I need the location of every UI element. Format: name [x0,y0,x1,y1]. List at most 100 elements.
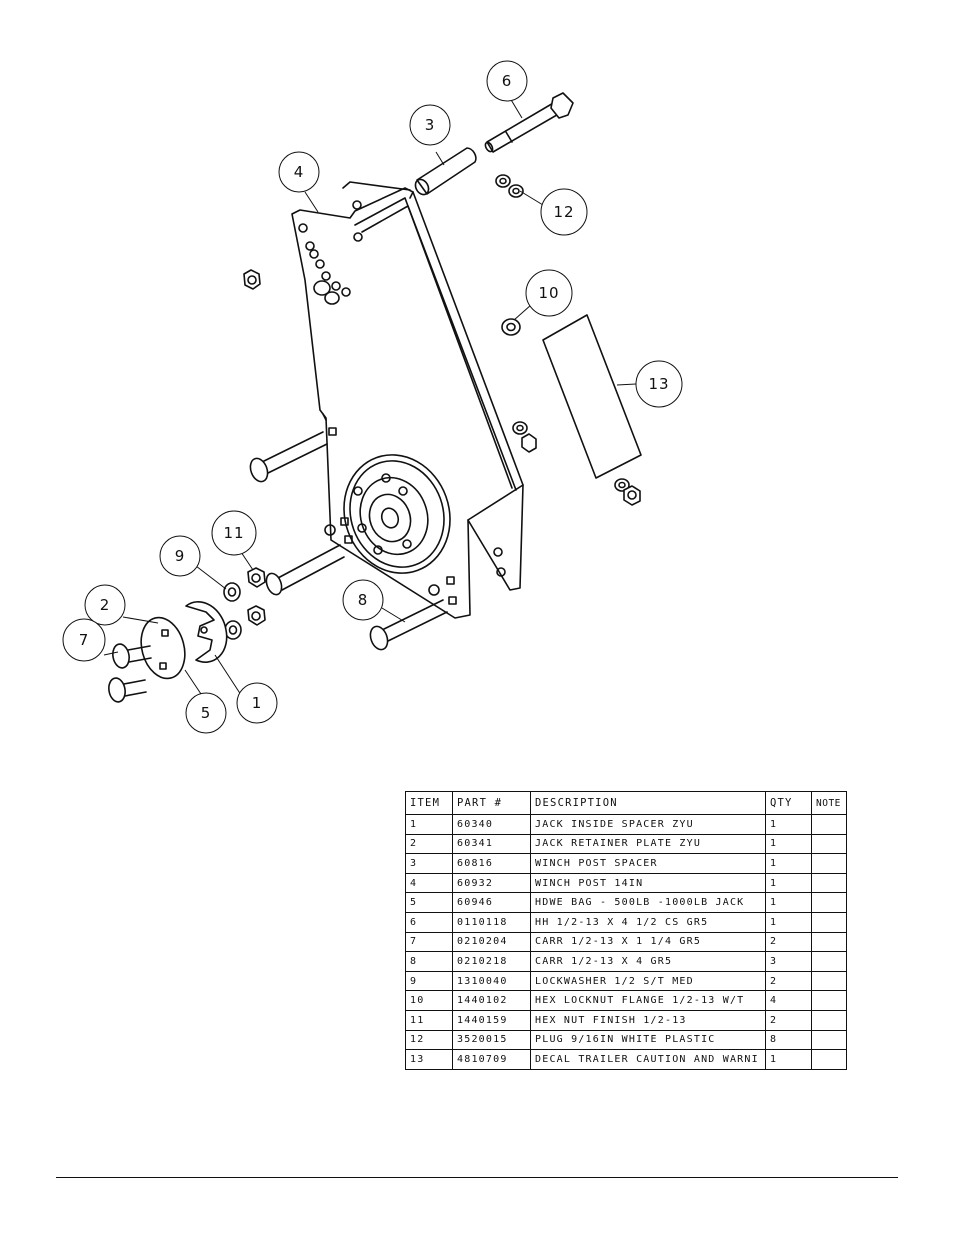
bom-cell-item: 3 [405,853,453,874]
bom-cell-part: 4810709 [452,1049,531,1070]
flange-locknuts [243,269,641,506]
bom-cell-part: 3520015 [452,1029,531,1051]
bom-cell-qty: 3 [765,951,812,972]
balloon-7: 7 [62,618,106,662]
bom-header-item: ITEM [405,791,453,815]
carriage-bolts-4 [249,431,448,651]
bom-cell-description: WINCH POST 14IN [530,872,766,894]
bom-cell-part: 0110118 [452,911,531,933]
bom-cell-description: HEX NUT FINISH 1/2-13 [530,1009,766,1031]
bom-cell-note [811,1009,847,1031]
footer-rule [56,1177,898,1178]
hex-nuts [247,567,266,626]
bom-cell-qty: 1 [765,814,812,835]
bom-cell-item: 10 [405,990,453,1011]
bom-cell-note [811,1029,847,1051]
bom-cell-description: HEX LOCKNUT FLANGE 1/2-13 W/T [530,990,766,1011]
bom-cell-note [811,892,847,913]
svg-text:12: 12 [553,203,574,221]
svg-text:7: 7 [79,631,90,649]
bom-cell-part: 60932 [452,872,531,894]
item-balloons: 1 2 3 4 5 6 7 8 9 10 11 12 13 [62,60,683,734]
svg-text:10: 10 [538,284,559,302]
bom-cell-note [811,911,847,933]
bom-cell-qty: 1 [765,911,812,933]
svg-text:9: 9 [175,547,186,565]
bom-cell-description: CARR 1/2-13 X 1 1/4 GR5 [530,931,766,953]
balloon-3: 3 [409,104,451,146]
bom-cell-note [811,951,847,972]
svg-text:8: 8 [358,591,369,609]
bom-header-qty: QTY [765,791,812,815]
balloon-13: 13 [635,360,683,408]
bom-cell-description: CARR 1/2-13 X 4 GR5 [530,951,766,972]
bom-cell-part: 1440102 [452,990,531,1011]
bom-cell-item: 13 [405,1049,453,1070]
bom-cell-item: 2 [405,833,453,855]
bom-cell-description: LOCKWASHER 1/2 S/T MED [530,970,766,992]
bom-cell-item: 7 [405,931,453,953]
bom-cell-note [811,931,847,953]
svg-text:3: 3 [425,116,436,134]
caution-decal [542,314,642,479]
balloon-9: 9 [159,535,201,577]
bom-cell-item: 5 [405,892,453,913]
plastic-plugs [495,174,630,492]
svg-text:4: 4 [294,163,305,181]
bom-header-row: ITEM PART # DESCRIPTION QTY NOTE [405,791,847,815]
exploded-assembly-drawing: 1 2 3 4 5 6 7 8 9 10 11 12 13 [62,60,683,734]
bom-cell-note [811,814,847,835]
bom-cell-qty: 2 [765,931,812,953]
bom-cell-part: 60946 [452,892,531,913]
jack-retainer-plate [140,616,186,680]
bom-cell-part: 0210204 [452,931,531,953]
bom-cell-part: 1310040 [452,970,531,992]
bom-cell-qty: 2 [765,1009,812,1031]
bom-cell-qty: 1 [765,833,812,855]
carriage-bolts-1-1-4 [108,643,152,703]
bom-cell-qty: 1 [765,872,812,894]
lockwashers [223,582,242,640]
bom-cell-part: 1440159 [452,1009,531,1031]
bom-cell-qty: 1 [765,892,812,913]
bom-cell-description: DECAL TRAILER CAUTION AND WARNI [530,1049,766,1070]
bom-cell-note [811,970,847,992]
jack-inside-spacer [185,601,228,663]
balloon-8: 8 [342,579,384,621]
bom-header-description: DESCRIPTION [530,791,766,815]
bom-cell-item: 8 [405,951,453,972]
svg-text:6: 6 [502,72,513,90]
balloon-12: 12 [540,188,588,236]
bom-cell-item: 11 [405,1009,453,1031]
balloon-10: 10 [525,269,573,317]
winch-post-spacer [414,147,477,196]
bom-cell-description: PLUG 9/16IN WHITE PLASTIC [530,1029,766,1051]
bom-cell-item: 9 [405,970,453,992]
bom-cell-qty: 8 [765,1029,812,1051]
bom-cell-part: 60816 [452,853,531,874]
balloon-leaders [103,97,637,699]
bom-cell-description: HH 1/2-13 X 4 1/2 CS GR5 [530,911,766,933]
bom-cell-part: 60340 [452,814,531,835]
bom-cell-qty: 1 [765,1049,812,1070]
balloon-11: 11 [211,510,257,556]
winch-post [291,181,524,619]
bom-header-part: PART # [452,791,531,815]
svg-text:2: 2 [100,596,111,614]
balloon-5: 5 [185,692,227,734]
svg-text:13: 13 [648,375,669,393]
bom-cell-note [811,833,847,855]
bom-cell-part: 60341 [452,833,531,855]
hex-bolt-4-1-2 [484,92,574,153]
